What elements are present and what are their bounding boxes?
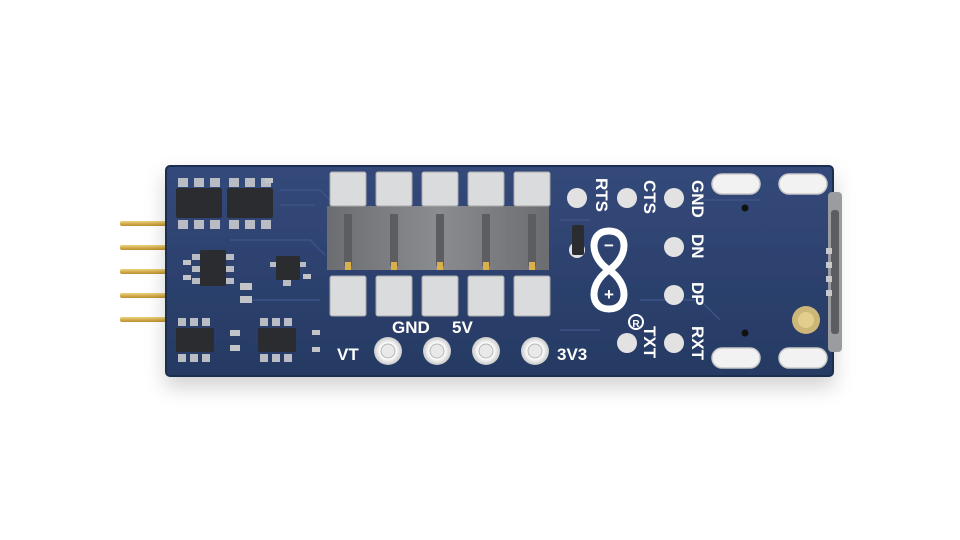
label-vt: VT xyxy=(337,345,359,364)
vias xyxy=(741,204,749,337)
registered-mark-icon xyxy=(628,314,644,330)
usb-c-connector xyxy=(826,192,842,352)
pin-header xyxy=(120,221,168,322)
label-gnd-bottom: GND xyxy=(392,318,430,337)
label-rts: RTS xyxy=(592,178,611,212)
label-cts: CTS xyxy=(640,180,659,214)
smd-component xyxy=(572,225,584,255)
label-dp: DP xyxy=(688,282,707,306)
mounting-hole xyxy=(792,306,820,334)
label-txt: TXT xyxy=(640,326,659,359)
label-gnd-top: GND xyxy=(688,180,707,218)
power-pads xyxy=(374,337,549,365)
label-dn: DN xyxy=(688,234,707,259)
mounting-slots xyxy=(711,173,828,369)
label-5v: 5V xyxy=(452,318,473,337)
arduino-logo-icon xyxy=(590,227,628,313)
registered-letter: R xyxy=(632,319,640,330)
logo-plus: + xyxy=(604,285,614,304)
label-3v3: 3V3 xyxy=(557,345,587,364)
pcb-traces xyxy=(230,189,760,331)
label-rxt: RXT xyxy=(688,326,707,361)
ic-chip xyxy=(176,178,320,362)
logo-minus: − xyxy=(604,236,614,255)
slide-connector-block xyxy=(327,171,551,317)
